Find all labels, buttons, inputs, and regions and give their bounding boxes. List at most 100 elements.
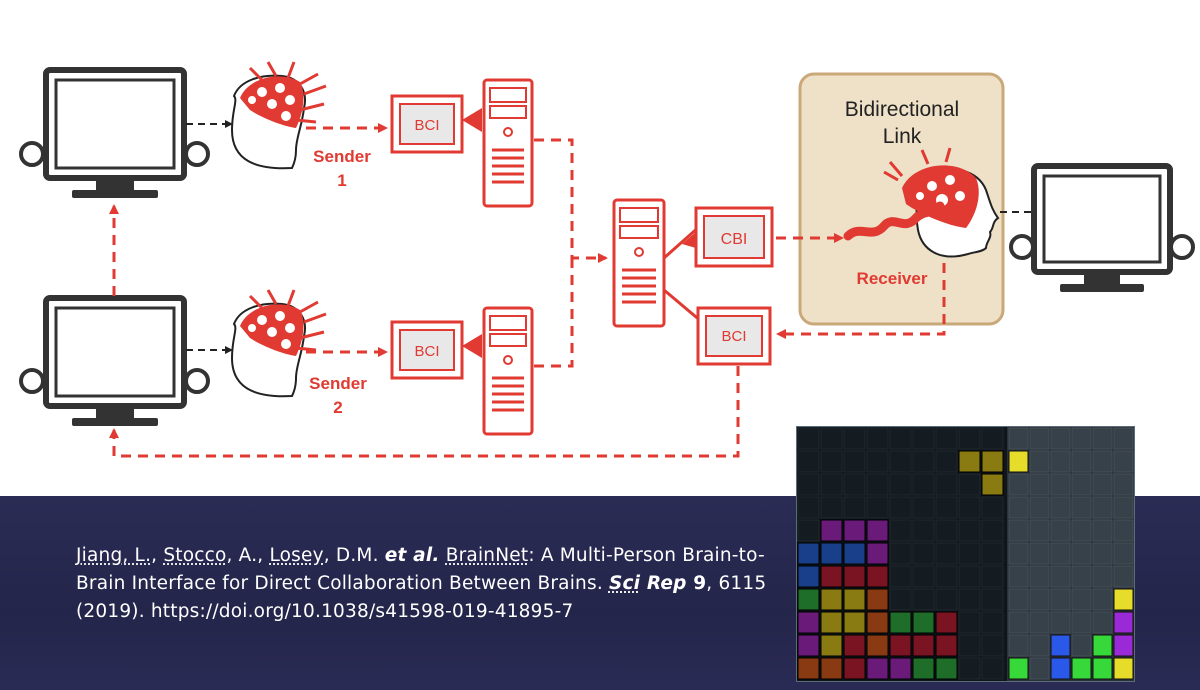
board-cell — [959, 474, 980, 495]
author-2-sep: , A., — [227, 545, 270, 566]
panel-cell — [1114, 474, 1133, 495]
et-al: et al. — [385, 545, 440, 566]
cbi-box: CBI — [664, 208, 772, 266]
tetris-block — [867, 589, 888, 610]
tetris-block — [798, 543, 819, 564]
panel-cell — [1030, 497, 1049, 518]
board-cell — [867, 428, 888, 449]
board-cell — [913, 520, 934, 541]
panel-cell — [1072, 612, 1091, 633]
tetris-block — [798, 566, 819, 587]
board-cell — [913, 428, 934, 449]
panel-cell — [1072, 543, 1091, 564]
panel-cell — [1030, 520, 1049, 541]
board-cell — [982, 566, 1003, 587]
board-cell — [959, 543, 980, 564]
panel-cell — [1051, 474, 1070, 495]
panel-cell — [1114, 451, 1133, 472]
board-cell — [798, 520, 819, 541]
board-cell — [913, 543, 934, 564]
panel-cell — [1051, 497, 1070, 518]
panel-cell — [1093, 497, 1112, 518]
box-title-line1: Bidirectional — [845, 98, 959, 121]
panel-cell — [1009, 635, 1028, 656]
tetris-block — [913, 612, 934, 633]
bci-box-receiver: BCI — [664, 290, 770, 364]
monitor-right-icon — [1011, 166, 1193, 292]
board-cell — [913, 474, 934, 495]
panel-cell — [1051, 612, 1070, 633]
board-cell — [798, 497, 819, 518]
board-cell — [913, 497, 934, 518]
route-tower1-center — [534, 140, 606, 258]
panel-cell — [1072, 451, 1091, 472]
receiver-label: Receiver — [857, 269, 928, 288]
panel-block — [1114, 658, 1133, 679]
panel-cell — [1093, 589, 1112, 610]
panel-cell — [1030, 451, 1049, 472]
author-1-sep: , — [151, 545, 163, 566]
tetris-block — [821, 635, 842, 656]
panel-cell — [1093, 612, 1112, 633]
panel-cell — [1009, 589, 1028, 610]
author-3: Losey — [269, 545, 323, 566]
tetris-block — [959, 451, 980, 472]
board-cell — [959, 635, 980, 656]
panel-block — [1009, 658, 1028, 679]
board-cell — [936, 520, 957, 541]
panel-cell — [1093, 451, 1112, 472]
bci-box-2: BCI — [392, 322, 482, 378]
sender1-number: 1 — [337, 171, 346, 190]
tetris-block — [844, 635, 865, 656]
panel-cell — [1030, 612, 1049, 633]
tetris-block — [867, 612, 888, 633]
panel-cell — [1030, 474, 1049, 495]
panel-cell — [1093, 566, 1112, 587]
panel-cell — [1030, 543, 1049, 564]
tetris-block — [890, 635, 911, 656]
board-cell — [890, 520, 911, 541]
panel-cell — [1009, 428, 1028, 449]
route-tower2-center — [534, 258, 572, 366]
journal-rest: Rep — [640, 573, 686, 594]
panel-cell — [1030, 635, 1049, 656]
panel-cell — [1009, 520, 1028, 541]
tetris-game-image — [796, 426, 1135, 682]
panel-cell — [1030, 589, 1049, 610]
computer-tower-2-icon — [484, 308, 532, 434]
panel-cell — [1051, 451, 1070, 472]
panel-block — [1114, 612, 1133, 633]
board-cell — [867, 451, 888, 472]
board-cell — [936, 428, 957, 449]
board-cell — [798, 428, 819, 449]
tetris-block — [890, 612, 911, 633]
board-cell — [959, 658, 980, 679]
board-cell — [913, 566, 934, 587]
tetris-block — [913, 635, 934, 656]
board-cell — [890, 451, 911, 472]
tetris-block — [844, 543, 865, 564]
tetris-block — [867, 543, 888, 564]
tetris-block — [867, 520, 888, 541]
panel-cell — [1114, 428, 1133, 449]
panel-block — [1093, 635, 1112, 656]
panel-cell — [1072, 589, 1091, 610]
panel-cell — [1072, 566, 1091, 587]
tetris-block — [821, 589, 842, 610]
panel-cell — [1009, 566, 1028, 587]
tetris-block — [844, 612, 865, 633]
board-cell — [821, 474, 842, 495]
computer-tower-1-icon — [484, 80, 532, 206]
tetris-block — [798, 589, 819, 610]
author-2: Stocco — [163, 545, 226, 566]
board-cell — [867, 474, 888, 495]
panel-block — [1114, 589, 1133, 610]
board-cell — [913, 451, 934, 472]
panel-cell — [1051, 428, 1070, 449]
tetris-block — [821, 520, 842, 541]
board-cell — [890, 589, 911, 610]
board-cell — [890, 428, 911, 449]
tetris-block — [867, 566, 888, 587]
panel-block — [1051, 635, 1070, 656]
panel-block — [1093, 658, 1112, 679]
